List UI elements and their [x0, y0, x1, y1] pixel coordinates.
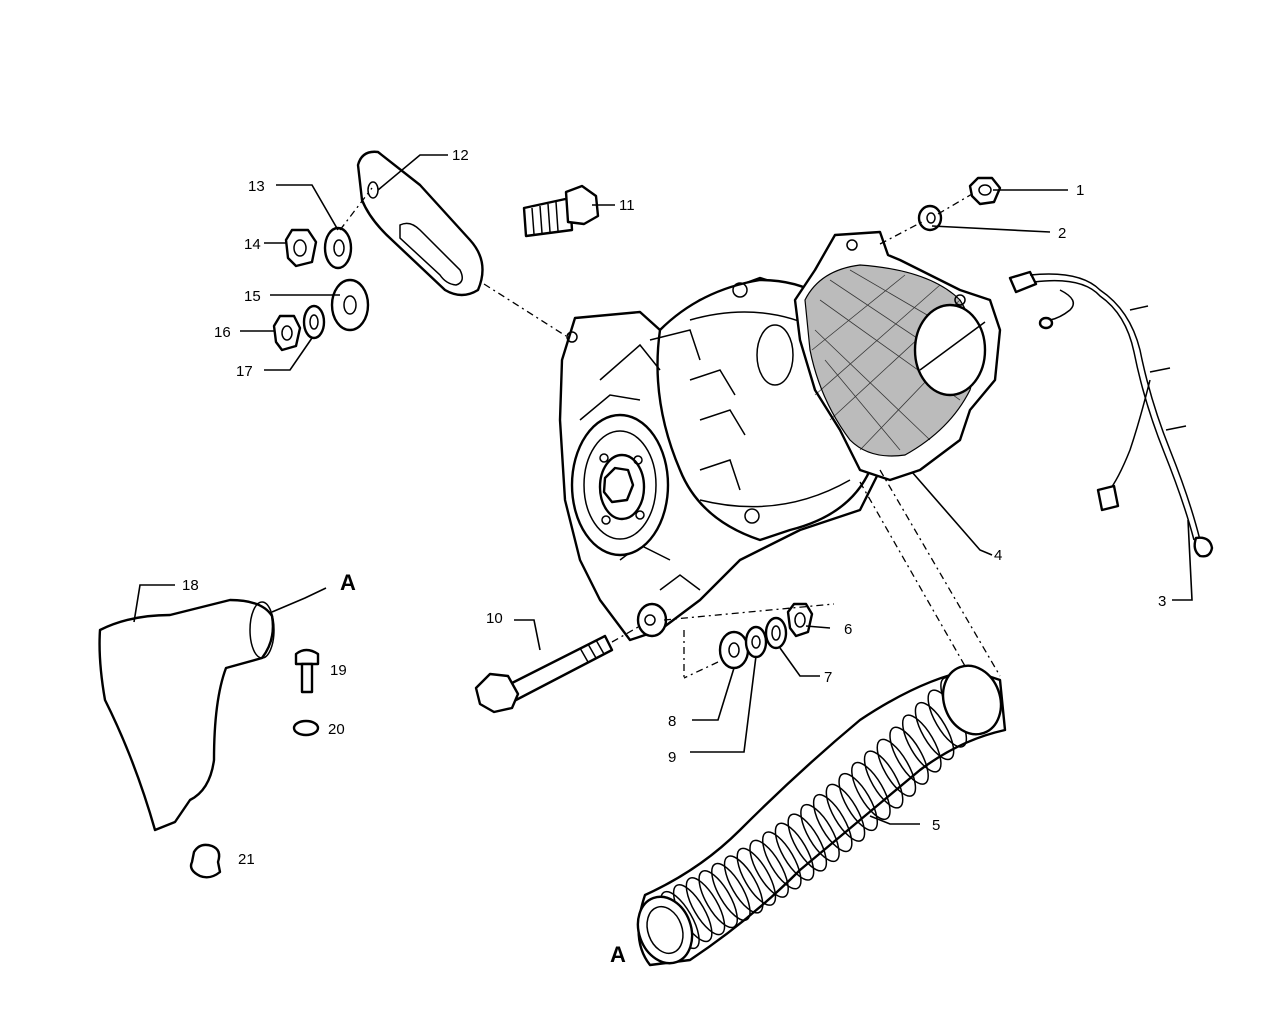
callout-21: 21 — [238, 851, 255, 868]
nut — [284, 228, 318, 268]
duct-ring — [825, 783, 866, 842]
callout-17: 17 — [236, 363, 253, 380]
duct-ring — [749, 839, 789, 898]
flexible-duct — [636, 664, 1007, 967]
flat-washer — [718, 630, 750, 670]
duct-ring — [723, 855, 764, 914]
nut — [272, 314, 302, 352]
callout-18: 18 — [182, 577, 199, 594]
duct-ring — [851, 761, 891, 821]
spring-washer — [302, 304, 326, 340]
duct-ring — [787, 813, 828, 872]
cooling-shroud — [793, 230, 1002, 482]
callout-6: 6 — [844, 621, 852, 638]
washer — [323, 226, 353, 270]
duct-ring — [838, 772, 879, 832]
clip — [189, 843, 222, 879]
washer — [917, 204, 943, 232]
adjusting-bracket — [356, 150, 484, 297]
callout-9: 9 — [668, 749, 676, 766]
callout-13: 13 — [248, 178, 265, 195]
callout-7: 7 — [824, 669, 832, 686]
duct-ring — [685, 877, 726, 936]
duct-ring — [761, 831, 802, 890]
callout-10: 10 — [486, 610, 503, 627]
callout-15: 15 — [244, 288, 261, 305]
air-intake-cover — [98, 598, 275, 832]
callout-3: 3 — [1158, 593, 1166, 610]
duct-ring — [863, 750, 904, 809]
alignment-lines — [339, 187, 1001, 679]
callout-20: 20 — [328, 721, 345, 738]
nut — [786, 602, 814, 638]
callout-12: 12 — [452, 147, 469, 164]
callout-4: 4 — [994, 547, 1002, 564]
callout-8: 8 — [668, 713, 676, 730]
screw — [294, 648, 320, 694]
duct-ring — [812, 793, 853, 853]
callout-14: 14 — [244, 236, 261, 253]
duct-ring — [914, 701, 955, 761]
reference-a-bottom: A — [610, 942, 626, 967]
adjusting-bolt — [522, 184, 600, 238]
duct-ring — [774, 822, 815, 881]
duct-ring — [889, 726, 929, 785]
wiring-harness — [1008, 270, 1214, 558]
duct-ring — [698, 870, 739, 929]
spring-washer — [764, 616, 788, 650]
duct-ring — [800, 803, 840, 863]
callout-19: 19 — [330, 662, 347, 679]
nut — [968, 176, 1002, 206]
duct-ring — [876, 738, 917, 797]
pivot-bolt — [474, 634, 614, 714]
duct-ring — [736, 847, 777, 906]
callout-labels: 1 2 3 4 5 6 7 8 9 10 11 12 13 14 15 16 1… — [182, 147, 1166, 967]
leader-lines — [133, 154, 1193, 825]
callout-1: 1 — [1076, 182, 1084, 199]
callout-5: 5 — [932, 817, 940, 834]
reference-a-top: A — [340, 570, 356, 595]
duct-ring — [711, 862, 751, 922]
callout-16: 16 — [214, 324, 231, 341]
duct-ring — [901, 714, 942, 773]
clip — [292, 719, 320, 737]
flat-washer — [330, 278, 370, 332]
callout-11: 11 — [619, 197, 635, 214]
flat-washer — [744, 625, 768, 659]
callout-2: 2 — [1058, 225, 1066, 242]
